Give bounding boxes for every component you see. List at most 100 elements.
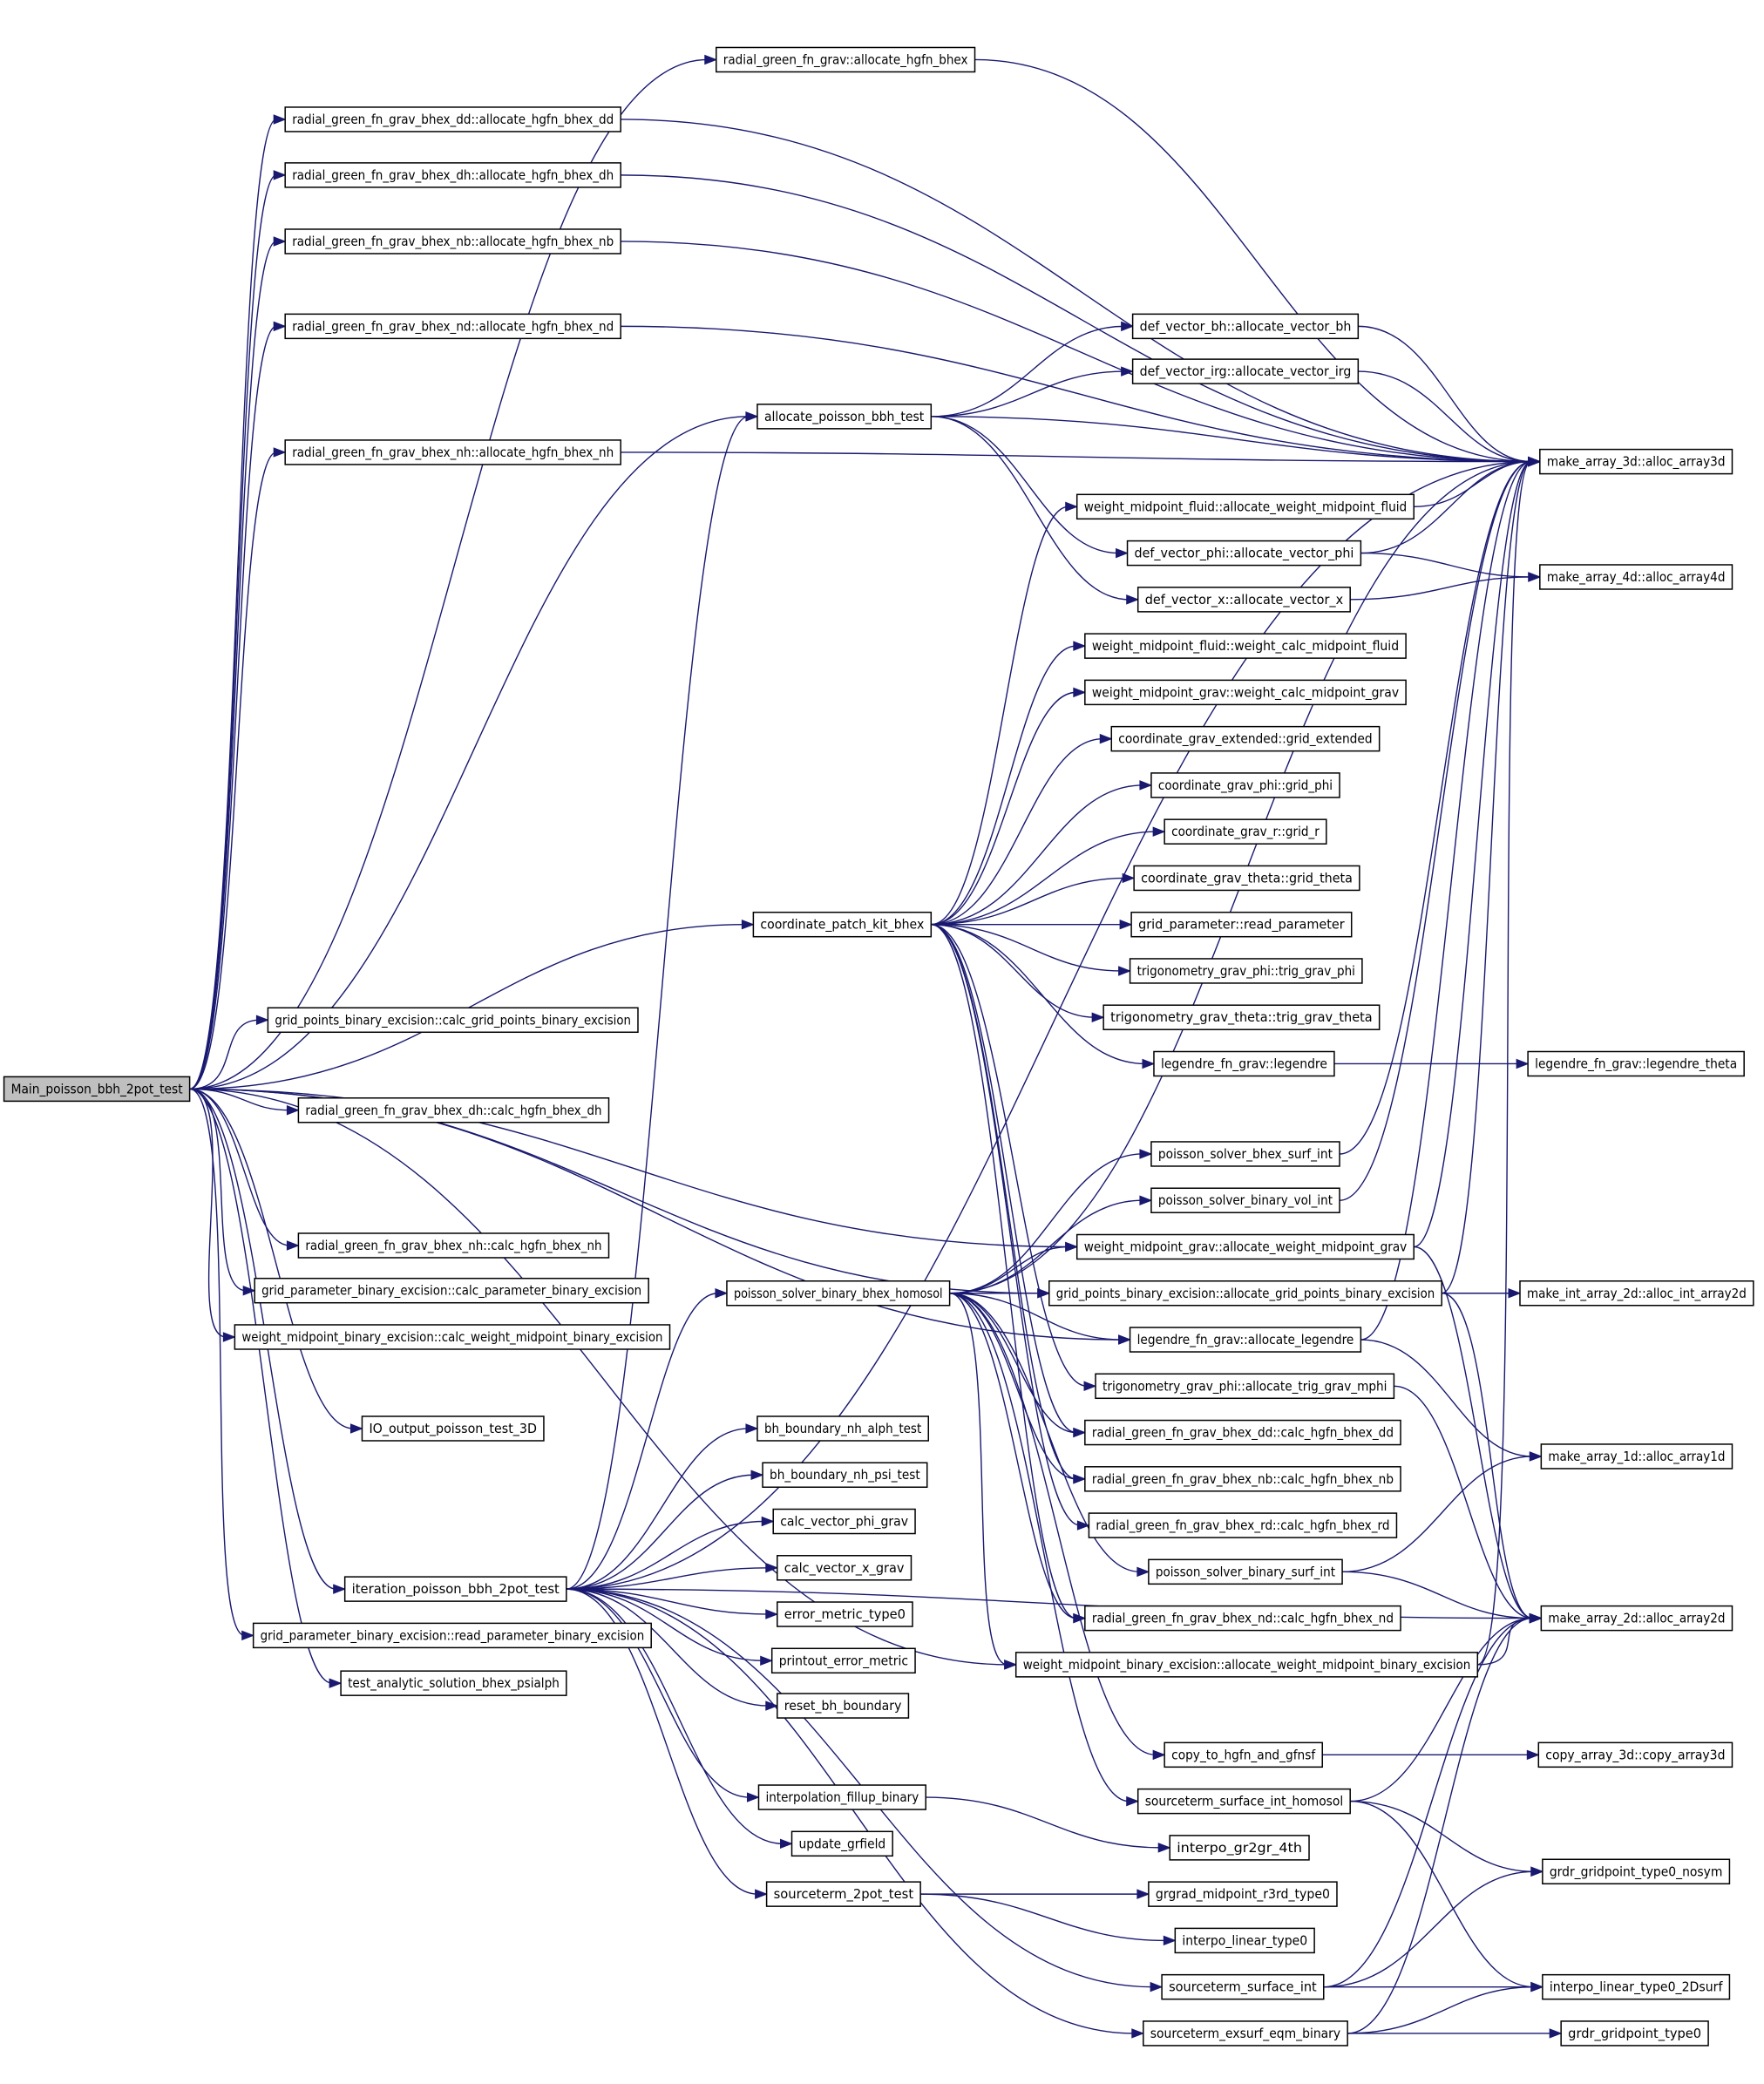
edge-line	[931, 877, 1126, 926]
function-node[interactable]: grid_points_binary_excision::calc_grid_p…	[267, 1007, 639, 1034]
function-node[interactable]: grgrad_midpoint_r3rd_type0	[1148, 1881, 1338, 1907]
function-node[interactable]: make_array_2d::alloc_array2d	[1540, 1605, 1733, 1632]
function-node[interactable]: radial_green_fn_grav_bhex_dd::allocate_h…	[284, 106, 621, 132]
node-box	[234, 1324, 671, 1350]
arrowhead-icon	[761, 1516, 775, 1527]
function-node[interactable]: poisson_solver_binary_vol_int	[1150, 1187, 1340, 1213]
call-edge	[931, 733, 1113, 926]
function-node[interactable]: radial_green_fn_grav_bhex_dh::calc_hgfn_…	[297, 1097, 610, 1123]
node-box	[1537, 1741, 1733, 1768]
function-node[interactable]: legendre_fn_grav::legendre_theta	[1527, 1050, 1745, 1077]
function-node[interactable]: coordinate_grav_extended::grid_extended	[1110, 725, 1381, 752]
function-node[interactable]: error_metric_type0	[777, 1601, 913, 1627]
function-node[interactable]: radial_green_fn_grav_bhex_nh::allocate_h…	[284, 439, 621, 465]
call-edge	[1442, 1288, 1522, 1299]
function-node[interactable]: grid_parameter_binary_excision::read_par…	[252, 1622, 652, 1649]
function-node[interactable]: coordinate_grav_theta::grid_theta	[1133, 865, 1360, 892]
function-node[interactable]: make_int_array_2d::alloc_int_array2d	[1519, 1280, 1754, 1307]
function-node[interactable]: weight_midpoint_binary_excision::calc_we…	[234, 1324, 671, 1350]
function-node[interactable]: IO_output_poisson_test_3D	[361, 1415, 545, 1442]
function-node[interactable]: grdr_gridpoint_type0	[1560, 2020, 1709, 2047]
function-node[interactable]: grid_parameter::read_parameter	[1130, 911, 1353, 938]
function-node[interactable]: trigonometry_grav_phi::trig_grav_phi	[1129, 958, 1363, 984]
node-label: radial_green_fn_grav_bhex_nh::allocate_h…	[292, 445, 614, 461]
node-label: trigonometry_grav_phi::allocate_trig_gra…	[1102, 1378, 1387, 1395]
function-node[interactable]: sourceterm_surface_int_homosol	[1136, 1788, 1351, 1815]
function-node[interactable]: def_vector_phi::allocate_vector_phi	[1126, 540, 1362, 567]
arrowhead-icon	[1139, 1149, 1153, 1159]
function-node[interactable]: radial_green_fn_grav_bhex_nh::calc_hgfn_…	[297, 1232, 610, 1259]
arrowhead-icon	[1004, 1660, 1018, 1670]
function-node[interactable]: radial_green_fn_grav_bhex_nd::calc_hgfn_…	[1084, 1605, 1401, 1632]
function-node[interactable]: sourceterm_exsurf_eqm_binary	[1143, 2020, 1348, 2047]
function-node[interactable]: weight_midpoint_grav::weight_calc_midpoi…	[1084, 679, 1407, 706]
call-edge	[566, 1288, 729, 1590]
function-node[interactable]: coordinate_patch_kit_bhex	[752, 911, 933, 938]
function-node[interactable]: def_vector_irg::allocate_vector_irg	[1131, 358, 1360, 384]
function-node[interactable]: weight_midpoint_fluid::weight_calc_midpo…	[1084, 633, 1407, 659]
function-node[interactable]: make_array_4d::alloc_array4d	[1539, 564, 1733, 590]
edge-line	[189, 416, 749, 1090]
function-node[interactable]: sourceterm_2pot_test	[765, 1881, 921, 1907]
function-node[interactable]: grid_points_binary_excision::allocate_gr…	[1048, 1280, 1442, 1307]
function-node[interactable]: coordinate_grav_phi::grid_phi	[1150, 772, 1340, 798]
function-node[interactable]: legendre_fn_grav::legendre	[1153, 1050, 1335, 1077]
function-node[interactable]: radial_green_fn_grav_bhex_nd::allocate_h…	[284, 313, 621, 340]
arrowhead-icon	[1530, 1866, 1544, 1877]
function-node[interactable]: grid_parameter_binary_excision::calc_par…	[254, 1277, 649, 1304]
function-node[interactable]: trigonometry_grav_theta::trig_grav_theta	[1102, 1004, 1381, 1030]
function-node[interactable]: interpo_linear_type0	[1174, 1927, 1315, 1954]
arrowhead-icon	[1139, 1195, 1153, 1205]
function-node[interactable]: radial_green_fn_grav_bhex_dh::allocate_h…	[284, 162, 621, 188]
function-node[interactable]: sourceterm_surface_int	[1161, 1973, 1325, 2000]
call-edge	[920, 1889, 1150, 1899]
root-function-node[interactable]: Main_poisson_bbh_2pot_test	[3, 1076, 191, 1103]
function-node[interactable]: poisson_solver_binary_surf_int	[1148, 1558, 1343, 1585]
call-edge	[189, 1015, 269, 1090]
function-node[interactable]: radial_green_fn_grav_bhex_nb::allocate_h…	[284, 228, 621, 255]
call-edge	[566, 1588, 779, 1711]
function-node[interactable]: iteration_poisson_bbh_2pot_test	[343, 1576, 567, 1602]
function-node[interactable]: weight_midpoint_binary_excision::allocat…	[1014, 1652, 1479, 1678]
function-node[interactable]: coordinate_grav_r::grid_r	[1164, 818, 1327, 845]
function-node[interactable]: poisson_solver_binary_bhex_homosol	[726, 1280, 951, 1307]
function-node[interactable]: interpo_linear_type0_2Dsurf	[1542, 1973, 1731, 2000]
edge-line	[1360, 460, 1531, 554]
function-node[interactable]: copy_array_3d::copy_array3d	[1537, 1741, 1733, 1768]
call-edge	[1333, 1058, 1530, 1069]
function-node[interactable]: radial_green_fn_grav_bhex_dd::calc_hgfn_…	[1084, 1419, 1401, 1446]
function-node[interactable]: trigonometry_grav_phi::allocate_trig_gra…	[1095, 1373, 1395, 1400]
function-node[interactable]: make_array_3d::alloc_array3d	[1539, 448, 1733, 475]
function-node[interactable]: weight_midpoint_grav::allocate_weight_mi…	[1075, 1233, 1415, 1260]
function-node[interactable]: printout_error_metric	[770, 1647, 916, 1674]
function-node[interactable]: calc_vector_phi_grav	[772, 1508, 916, 1535]
function-node[interactable]: poisson_solver_bhex_surf_int	[1150, 1141, 1340, 1167]
function-node[interactable]: interpo_gr2gr_4th	[1169, 1835, 1310, 1861]
function-node[interactable]: make_array_1d::alloc_array1d	[1540, 1443, 1733, 1470]
function-node[interactable]: grdr_gridpoint_type0_nosym	[1542, 1858, 1731, 1885]
node-label: grid_parameter_binary_excision::read_par…	[261, 1627, 645, 1644]
function-node[interactable]: calc_vector_x_grav	[777, 1555, 913, 1581]
node-label: error_metric_type0	[784, 1606, 906, 1623]
function-node[interactable]: bh_boundary_nh_psi_test	[762, 1462, 928, 1488]
function-node[interactable]: radial_green_fn_grav_bhex_rd::calc_hgfn_…	[1088, 1512, 1398, 1538]
call-edge	[1360, 456, 1542, 1341]
function-node[interactable]: radial_green_fn_grav_bhex_nb::calc_hgfn_…	[1084, 1466, 1401, 1492]
call-edge	[566, 1588, 760, 1802]
edge-line	[931, 924, 1096, 1018]
function-node[interactable]: bh_boundary_nh_alph_test	[756, 1415, 930, 1442]
node-box	[726, 1280, 951, 1307]
function-node[interactable]: interpolation_fillup_binary	[757, 1784, 926, 1810]
function-node[interactable]: def_vector_x::allocate_vector_x	[1136, 587, 1351, 613]
function-node[interactable]: allocate_poisson_bbh_test	[756, 404, 933, 430]
arrowhead-icon	[1152, 826, 1166, 837]
function-node[interactable]: copy_to_hgfn_and_gfnsf	[1164, 1741, 1323, 1768]
function-node[interactable]: radial_green_fn_grav::allocate_hgfn_bhex	[716, 46, 976, 73]
function-node[interactable]: test_analytic_solution_bhex_psialph	[340, 1670, 567, 1696]
node-box	[1150, 1187, 1340, 1213]
function-node[interactable]: update_grfield	[790, 1830, 893, 1857]
function-node[interactable]: legendre_fn_grav::allocate_legendre	[1129, 1327, 1362, 1353]
function-node[interactable]: def_vector_bh::allocate_vector_bh	[1131, 313, 1360, 340]
function-node[interactable]: reset_bh_boundary	[777, 1693, 910, 1719]
function-node[interactable]: weight_midpoint_fluid::allocate_weight_m…	[1075, 493, 1415, 520]
